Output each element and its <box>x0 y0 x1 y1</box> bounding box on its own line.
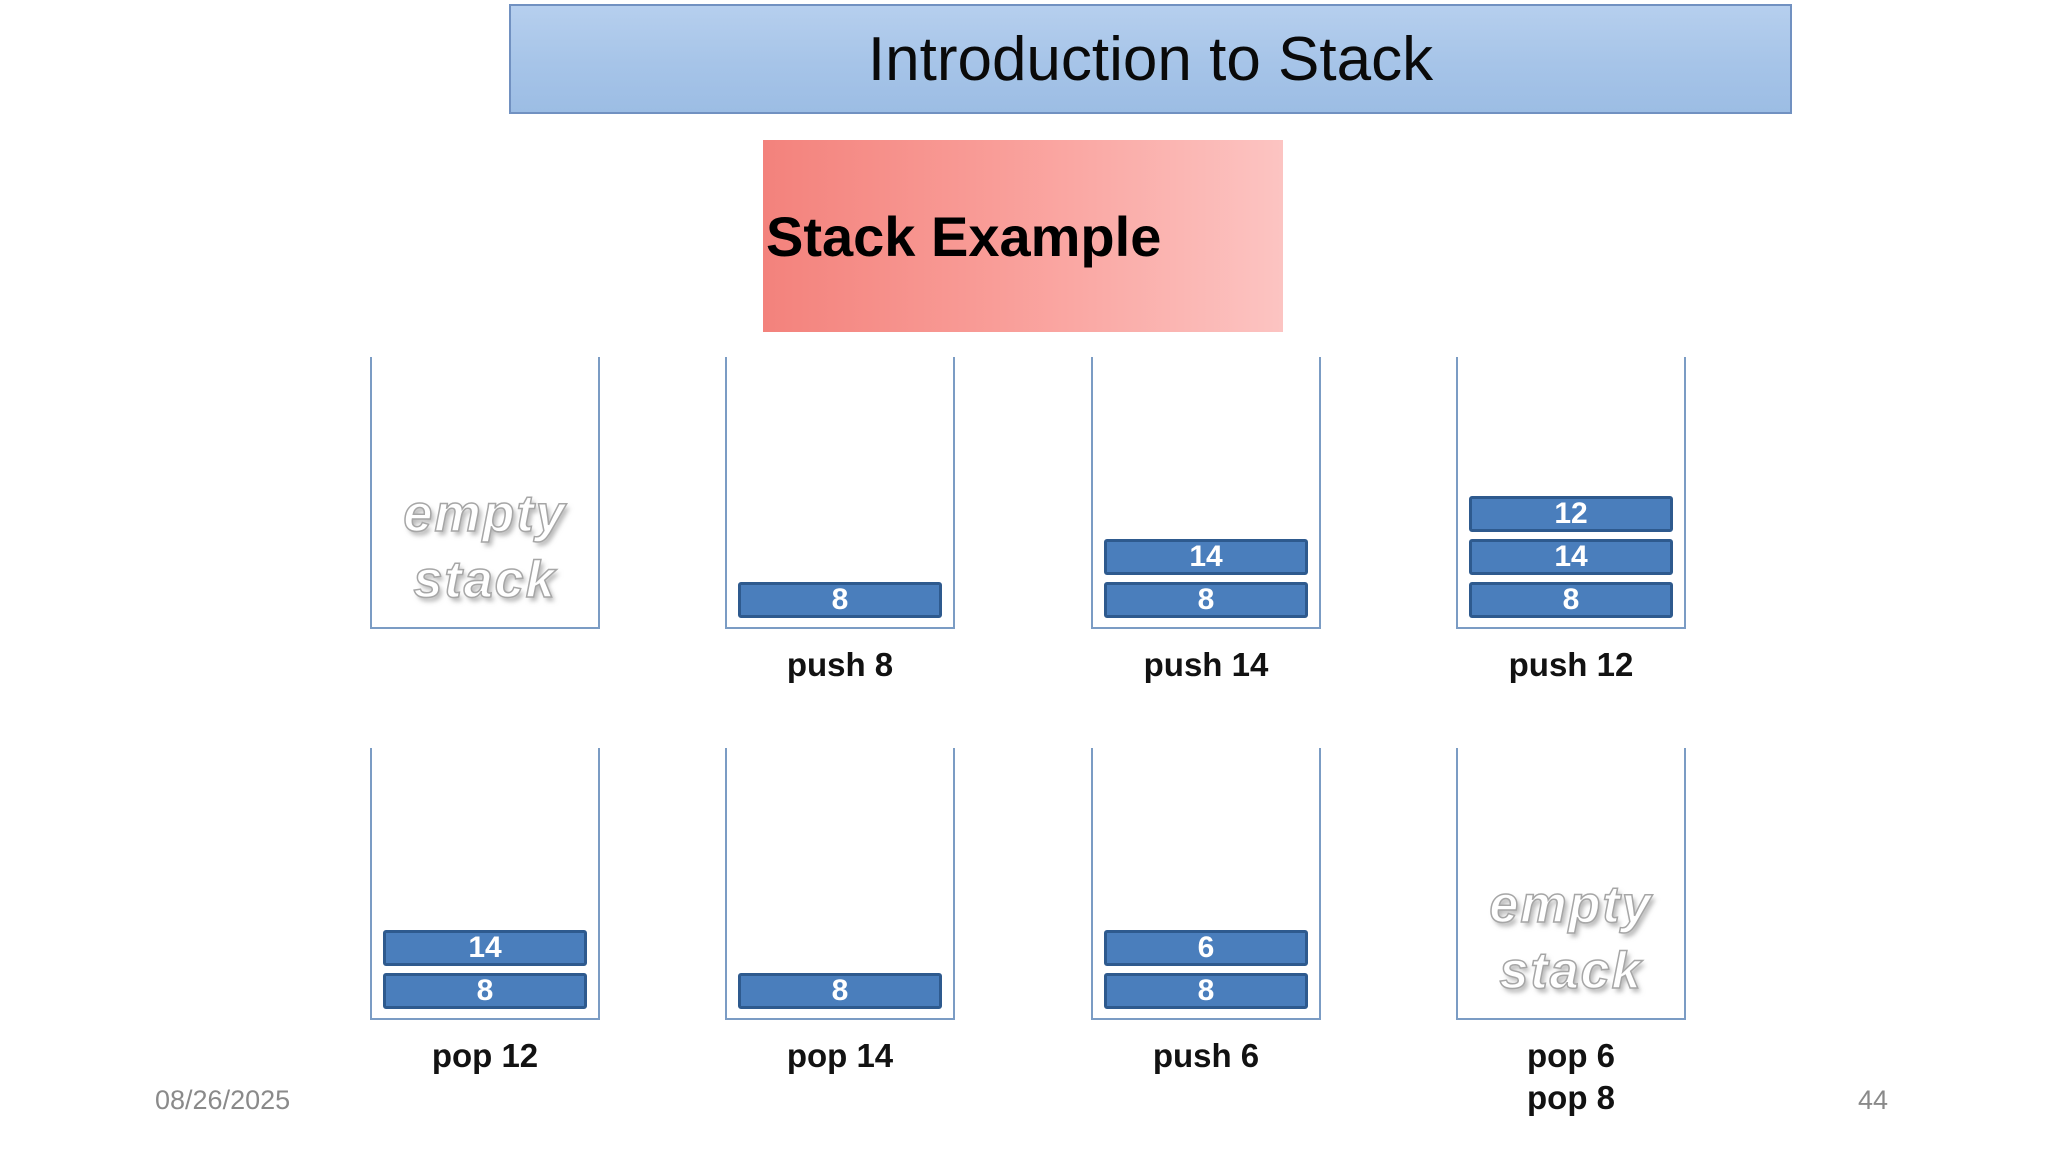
stack-container: 14 8 <box>1091 357 1321 629</box>
slide-date: 08/26/2025 <box>155 1085 291 1115</box>
stack-items: 6 8 <box>1093 930 1319 1018</box>
stack-items: 8 <box>727 973 953 1018</box>
stack-figure-pop-14: 8 pop 14 <box>725 748 955 1077</box>
subtitle-text: Stack Example <box>766 204 1162 268</box>
stack-items: 14 8 <box>1093 539 1319 627</box>
stack-container: 8 <box>725 748 955 1020</box>
stack-item: 8 <box>738 973 942 1009</box>
stack-items: 14 8 <box>372 930 598 1018</box>
stack-container: 12 14 8 <box>1456 357 1686 629</box>
stack-figure-empty-initial: empty stack <box>370 357 600 629</box>
stack-figure-push-14: 14 8 push 14 <box>1091 357 1321 686</box>
watermark-line: empty <box>403 484 567 544</box>
empty-stack-watermark: empty stack <box>1458 872 1684 1004</box>
stack-label-line: push 8 <box>786 646 894 683</box>
stack-label-line: push 12 <box>1508 646 1634 683</box>
stack-label: push 6 <box>1091 1035 1321 1077</box>
watermark-line: stack <box>413 550 557 610</box>
slide-page-number: 44 <box>1858 1085 1889 1115</box>
stack-item: 14 <box>1469 539 1673 575</box>
slide-title: Introduction to Stack <box>867 24 1434 94</box>
stack-item: 12 <box>1469 496 1673 532</box>
stack-item: 8 <box>1469 582 1673 618</box>
stack-figure-empty-final: empty stack pop 6 pop 8 <box>1456 748 1686 1119</box>
stack-label: push 14 <box>1091 644 1321 686</box>
stack-label: pop 14 <box>725 1035 955 1077</box>
stack-item: 8 <box>1104 582 1308 618</box>
stack-label: pop 6 pop 8 <box>1456 1035 1686 1119</box>
stack-container: empty stack <box>1456 748 1686 1020</box>
watermark-line: stack <box>1499 941 1643 1001</box>
stack-label: push 8 <box>725 644 955 686</box>
stack-figure-push-6: 6 8 push 6 <box>1091 748 1321 1077</box>
stack-label-line: pop 6 <box>1527 1037 1615 1074</box>
stack-label-line: pop 8 <box>1527 1079 1615 1117</box>
stack-label: push 12 <box>1456 644 1686 686</box>
watermark-line: empty <box>1489 875 1653 935</box>
stack-label-line: pop 14 <box>786 1037 894 1074</box>
stack-item: 8 <box>738 582 942 618</box>
title-bar: Introduction to Stack <box>509 4 1792 114</box>
stack-container: 6 8 <box>1091 748 1321 1020</box>
stack-items: 12 14 8 <box>1458 496 1684 627</box>
stack-item: 6 <box>1104 930 1308 966</box>
stack-container: 8 <box>725 357 955 629</box>
stack-container: empty stack <box>370 357 600 629</box>
subtitle-box: Stack Example <box>763 140 1283 332</box>
stack-item: 14 <box>383 930 587 966</box>
stack-figure-push-12: 12 14 8 push 12 <box>1456 357 1686 686</box>
stack-item: 8 <box>383 973 587 1009</box>
stack-label: pop 12 <box>370 1035 600 1077</box>
stack-label-line: push 6 <box>1152 1037 1260 1074</box>
stack-container: 14 8 <box>370 748 600 1020</box>
empty-stack-watermark: empty stack <box>372 481 598 613</box>
stack-items: 8 <box>727 582 953 627</box>
stack-figure-pop-12: 14 8 pop 12 <box>370 748 600 1077</box>
stack-figure-push-8: 8 push 8 <box>725 357 955 686</box>
stack-label-line: push 14 <box>1143 646 1269 683</box>
stack-item: 8 <box>1104 973 1308 1009</box>
stack-item: 14 <box>1104 539 1308 575</box>
stack-label-line: pop 12 <box>431 1037 539 1074</box>
